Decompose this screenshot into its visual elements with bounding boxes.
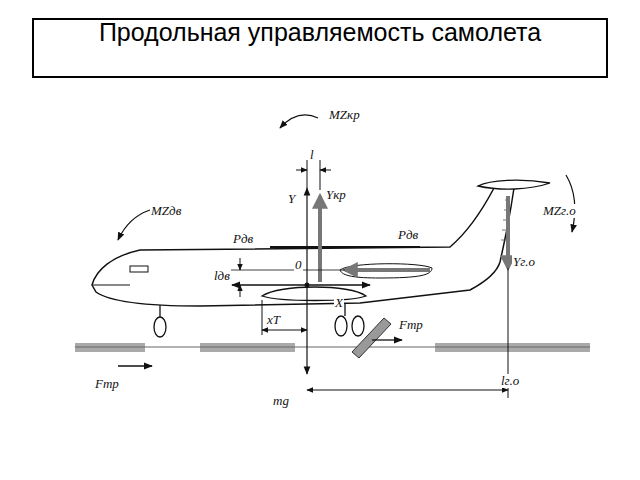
force-label: Y <box>287 192 296 206</box>
landing-gear <box>154 303 364 337</box>
force-label: mg <box>272 394 290 408</box>
runway <box>75 343 590 352</box>
fuselage <box>92 188 514 306</box>
force-label: MZкр <box>328 108 361 122</box>
force-label: Yг.о <box>512 255 536 269</box>
force-label: Fтр <box>94 377 120 391</box>
wing <box>262 287 366 301</box>
force-label: MZдв <box>150 204 182 218</box>
force-label: Pдв <box>232 232 254 246</box>
force-label: lг.о <box>500 374 520 388</box>
force-label: MZг.о <box>542 204 577 218</box>
force-label: Pдв <box>397 228 419 242</box>
force-label: Yкр <box>325 188 347 202</box>
force-label: X <box>334 296 344 310</box>
force-label: l <box>309 148 315 162</box>
chock <box>352 318 391 358</box>
force-label: 0 <box>294 258 303 272</box>
force-label: Fтр <box>398 318 424 332</box>
force-label: xT <box>266 313 281 327</box>
slide-title: Продольная управляемость самолета <box>34 17 606 47</box>
force-label: lдв <box>213 269 231 283</box>
title-frame: Продольная управляемость самолета <box>32 18 608 78</box>
